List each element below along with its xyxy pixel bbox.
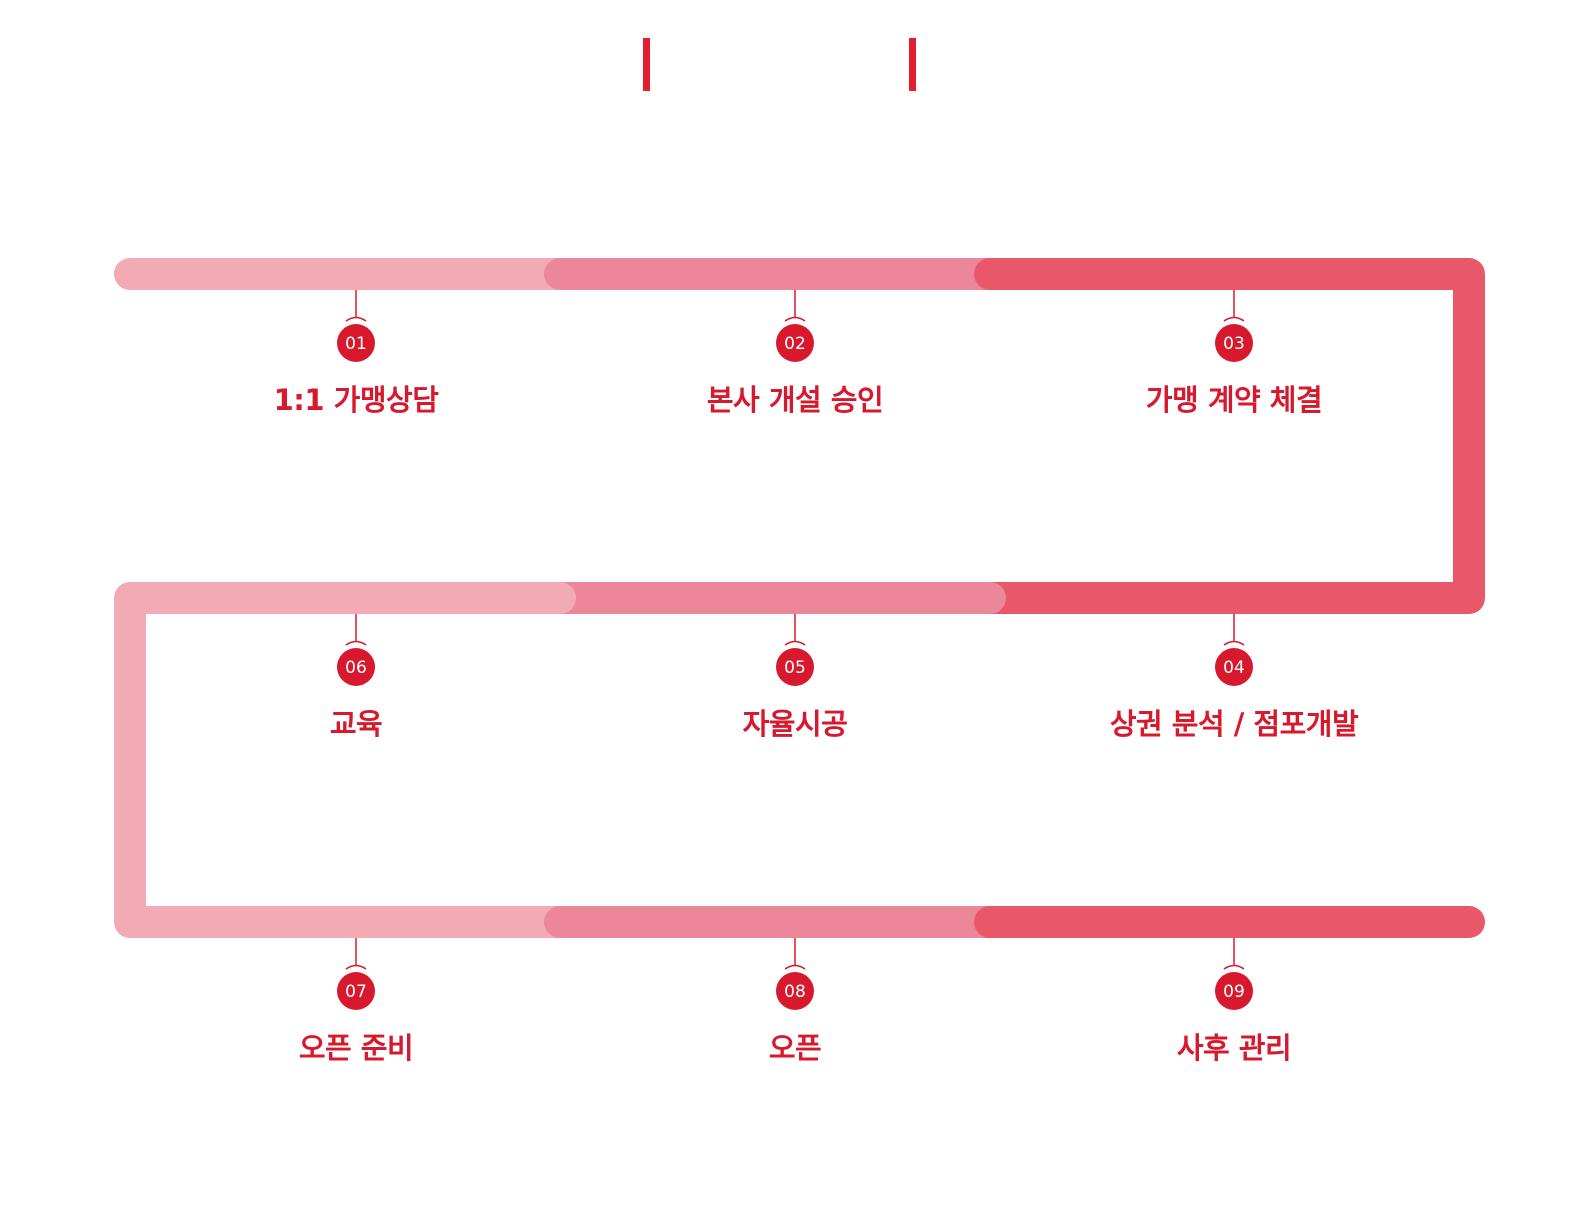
step-number: 03 xyxy=(1223,334,1245,354)
step-number: 04 xyxy=(1223,658,1245,678)
connector-cap xyxy=(784,640,806,646)
step-label-08: 오픈 xyxy=(768,1031,822,1065)
path-row1-turn xyxy=(974,258,1485,614)
step-number-circle xyxy=(776,972,814,1010)
step-marker-01: 01 xyxy=(337,290,375,362)
connector-cap xyxy=(1223,640,1245,646)
step-number: 01 xyxy=(345,334,367,354)
step-label-05: 자율시공 xyxy=(742,707,848,741)
step-marker-02: 02 xyxy=(776,290,814,362)
step-number: 06 xyxy=(345,658,367,678)
step-label-07: 오픈 준비 xyxy=(298,1031,414,1065)
step-label-01: 1:1 가맹상담 xyxy=(273,383,439,417)
step-marker-08: 08 xyxy=(776,938,814,1010)
title-bar-left xyxy=(643,38,650,91)
step-marker-04: 04 xyxy=(1215,614,1253,686)
connector-cap xyxy=(784,316,806,322)
connector-cap xyxy=(1223,964,1245,970)
connector-cap xyxy=(345,316,367,322)
step-number-circle xyxy=(776,324,814,362)
step-label-03: 가맹 계약 체결 xyxy=(1145,383,1323,417)
step-number-circle xyxy=(337,972,375,1010)
connector-cap xyxy=(784,964,806,970)
step-label-09: 사후 관리 xyxy=(1176,1031,1292,1065)
step-marker-03: 03 xyxy=(1215,290,1253,362)
step-number: 09 xyxy=(1223,982,1245,1002)
step-number-circle xyxy=(337,648,375,686)
connector-cap xyxy=(345,640,367,646)
step-number: 05 xyxy=(784,658,806,678)
step-number: 07 xyxy=(345,982,367,1002)
title-bar-right xyxy=(909,38,916,91)
step-number: 02 xyxy=(784,334,806,354)
step-number-circle xyxy=(776,648,814,686)
step-label-06: 교육 xyxy=(329,707,383,741)
step-marker-07: 07 xyxy=(337,938,375,1010)
step-marker-05: 05 xyxy=(776,614,814,686)
step-number: 08 xyxy=(784,982,806,1002)
path-row2-turn xyxy=(114,582,576,938)
step-number-circle xyxy=(1215,648,1253,686)
step-number-circle xyxy=(1215,324,1253,362)
step-label-02: 본사 개설 승인 xyxy=(706,383,884,417)
connector-cap xyxy=(345,964,367,970)
step-label-04: 상권 분석 / 점포개발 xyxy=(1109,707,1359,741)
step-number-circle xyxy=(337,324,375,362)
step-marker-09: 09 xyxy=(1215,938,1253,1010)
connector-cap xyxy=(1223,316,1245,322)
step-number-circle xyxy=(1215,972,1253,1010)
step-marker-06: 06 xyxy=(337,614,375,686)
